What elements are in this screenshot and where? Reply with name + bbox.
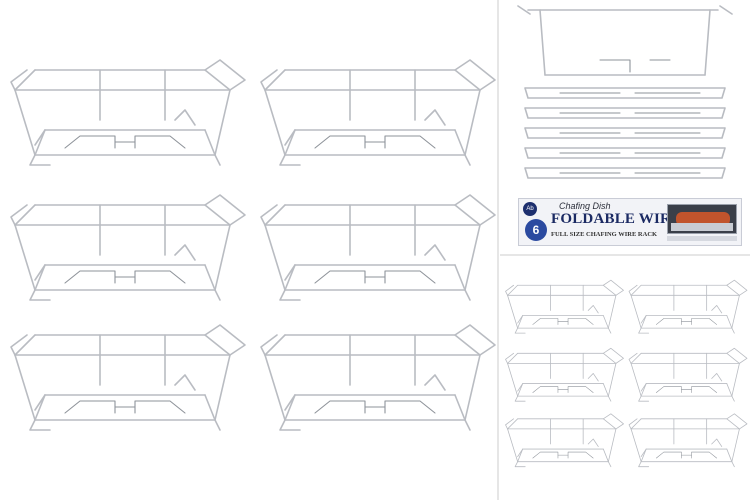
small-rack-grid xyxy=(505,279,748,468)
package-image: Ab Chafing Dish FOLDABLE WIRE RACK 6 FUL… xyxy=(500,0,750,253)
rack-grid xyxy=(10,59,496,431)
package-label: Ab Chafing Dish FOLDABLE WIRE RACK 6 FUL… xyxy=(518,198,742,246)
small-rack-4 xyxy=(628,347,748,402)
fine-print-bar xyxy=(667,236,737,241)
wire-rack-3 xyxy=(10,194,246,301)
package-description: FULL SIZE CHAFING WIRE RACK xyxy=(551,231,658,238)
brand-logo: Ab xyxy=(523,202,537,216)
small-rack-6 xyxy=(628,413,748,468)
small-grid-image xyxy=(500,257,750,500)
stacked-racks xyxy=(517,5,733,179)
wire-rack-1 xyxy=(10,59,246,166)
horizontal-divider xyxy=(500,254,750,256)
wire-rack-5 xyxy=(10,324,246,431)
wire-rack-6 xyxy=(260,324,496,431)
wire-rack-4 xyxy=(260,194,496,301)
small-rack-3 xyxy=(505,347,624,402)
vertical-divider xyxy=(497,0,499,500)
small-rack-5 xyxy=(505,413,624,468)
package-subtitle: Chafing Dish xyxy=(559,201,611,211)
food-photo xyxy=(667,204,737,234)
small-rack-2 xyxy=(628,279,748,334)
main-product-image xyxy=(10,59,496,431)
small-rack-1 xyxy=(505,279,624,334)
count-badge: 6 xyxy=(525,219,547,241)
wire-rack-2 xyxy=(260,59,496,166)
